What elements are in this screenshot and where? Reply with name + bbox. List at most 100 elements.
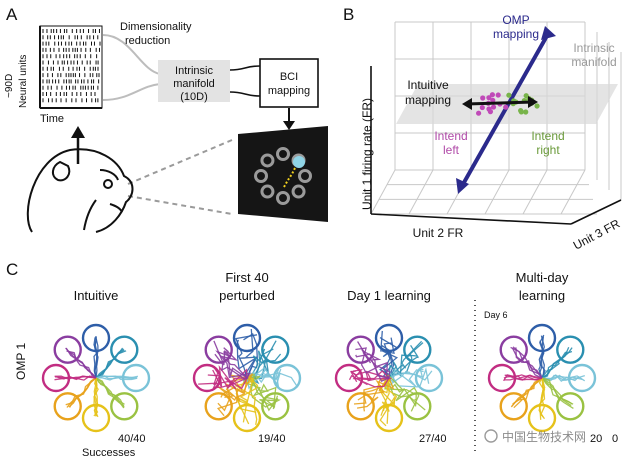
cursor-trajectory <box>235 377 257 414</box>
target-circle <box>487 363 517 393</box>
raster-frame <box>39 25 103 109</box>
monkey-eye <box>103 179 113 189</box>
intend-left-point <box>503 104 509 110</box>
gaze-line-top <box>127 139 233 185</box>
intuitive-label-line2: mapping <box>405 93 451 107</box>
cursor-trajectory <box>353 377 390 405</box>
cursor-trajectory <box>388 368 424 379</box>
omp-mapping-arrow <box>460 33 550 187</box>
cursor-trajectory <box>246 348 274 385</box>
cursor-trajectory <box>93 339 99 379</box>
target-circle <box>110 392 139 421</box>
intend-right-line1: Intend <box>531 129 564 143</box>
screen-cursor-trail <box>283 167 296 188</box>
target-circle <box>414 363 444 393</box>
intend-left-line1: Intend <box>434 129 467 143</box>
day-label: Day 6 <box>484 310 508 320</box>
intend-left-point <box>487 109 494 115</box>
cursor-trajectory <box>246 375 277 408</box>
target-circle <box>261 335 290 364</box>
grid-line <box>484 169 510 215</box>
bci-box <box>259 58 319 108</box>
omp-label-line2: mapping <box>493 27 539 41</box>
trajectory-panel <box>334 323 444 433</box>
col2-title-line2: perturbed <box>219 288 275 303</box>
intend-right-line2: right <box>536 143 560 157</box>
bci-line1: BCI <box>280 71 298 83</box>
omp-label-line1: OMP <box>502 13 529 27</box>
screen-target <box>276 147 290 161</box>
count-first40: 19/40 <box>258 433 286 445</box>
intuitive-mapping-arrow <box>465 100 535 106</box>
watermark-text: 中国生物技术网 <box>502 429 586 444</box>
omp-arrowhead-bottom <box>456 178 469 194</box>
intend-left-point <box>476 110 482 116</box>
raster-y-count: ~90D <box>4 74 15 98</box>
panel-a-letter: A <box>6 5 18 24</box>
target-circle <box>110 335 139 364</box>
target-circle <box>374 403 404 433</box>
intend-left-point <box>479 104 485 111</box>
cursor-trajectory <box>388 344 419 379</box>
cursor-trajectory <box>246 377 279 412</box>
intend-right-point <box>523 93 529 99</box>
intend-left-line2: left <box>443 143 460 157</box>
bci-arrow-head <box>283 121 295 130</box>
cursor-trajectory <box>220 347 248 379</box>
cursor-trajectory <box>95 347 124 379</box>
cursor-trajectory <box>357 341 390 382</box>
cursor-trajectory <box>217 373 254 412</box>
target-circle <box>499 392 528 421</box>
cursor-trajectory <box>348 374 390 388</box>
target-circle <box>204 335 233 364</box>
intend-left-point <box>480 95 486 101</box>
monkey-head-illustration <box>26 148 134 233</box>
cursor-trajectory <box>381 377 390 424</box>
axis-unit3-line <box>570 199 622 225</box>
intrinsic-manifold-label-line1: Intrinsic <box>573 41 614 55</box>
col1-title: Intuitive <box>74 288 119 303</box>
grid-line <box>522 169 548 215</box>
intend-right-point <box>523 109 529 115</box>
axis-unit1-label: Unit 1 firing rate (FR) <box>360 98 374 210</box>
intrinsic-manifold-label-line2: manifold <box>571 55 616 69</box>
cursor-trajectory <box>95 377 125 409</box>
raster-spikes <box>42 29 101 103</box>
col4-title-line2: learning <box>519 288 565 303</box>
screen-target <box>260 184 275 199</box>
target-circle <box>556 335 585 364</box>
manifold-line1: Intrinsic <box>175 65 213 77</box>
axis-unit2-label: Unit 2 FR <box>413 226 464 240</box>
screen-target <box>254 169 268 183</box>
cursor-trajectory <box>214 353 249 380</box>
col4-title-line1: Multi-day <box>516 270 569 285</box>
grid-line <box>370 169 396 215</box>
intend-right-point <box>506 92 512 98</box>
count-multiday-suffix: 0 <box>612 433 618 445</box>
monkey-head-outline <box>26 148 134 233</box>
screen-cursor-target <box>293 156 305 168</box>
raster-y-label: Neural units <box>18 55 29 108</box>
trajectory-panel <box>41 323 151 433</box>
intend-left-point <box>490 97 496 103</box>
target-circle <box>403 335 432 364</box>
trajectory-panel <box>487 323 597 433</box>
target-circle <box>53 335 82 364</box>
cursor-trajectory <box>355 347 391 379</box>
funnel-top <box>102 34 161 75</box>
target-circle <box>346 335 375 364</box>
target-circle <box>527 403 557 433</box>
cursor-trajectory <box>68 377 97 408</box>
dim-reduction-line1: Dimensionality <box>120 21 192 33</box>
grid-line <box>408 169 434 215</box>
cursor-trajectory <box>57 375 97 380</box>
raster-x-label: Time <box>40 113 64 125</box>
target-circle <box>346 392 375 421</box>
target-circle <box>403 392 432 421</box>
intend-right-point <box>534 103 540 109</box>
intend-left-point <box>489 92 496 98</box>
monkey-mouth <box>109 203 123 213</box>
target-circle <box>53 392 82 421</box>
panel-c: C OMP 1 Intuitive First 40 perturbed Day… <box>6 260 618 459</box>
cursor-trajectory <box>355 353 390 379</box>
